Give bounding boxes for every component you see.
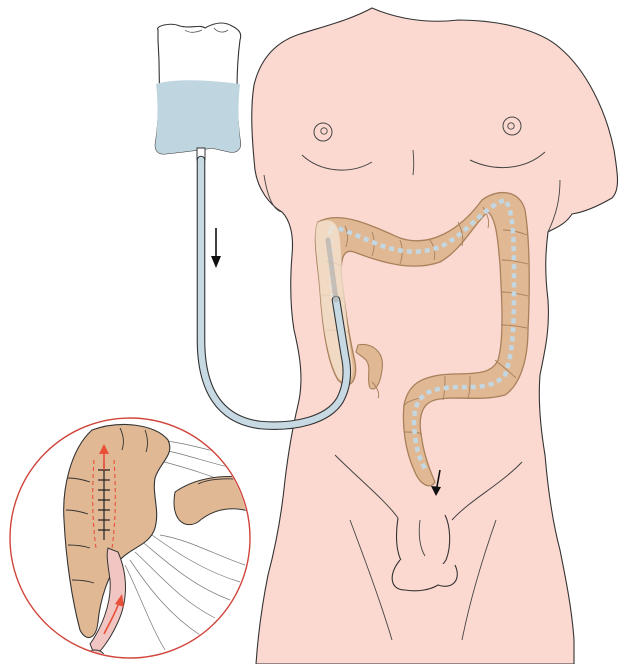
irrigation-bag-icon bbox=[155, 23, 240, 160]
bag-fluid bbox=[155, 80, 240, 154]
flow-arrow-icon bbox=[211, 228, 221, 268]
genitals bbox=[392, 515, 457, 591]
magnified-inset-icon bbox=[10, 418, 252, 662]
torso bbox=[252, 8, 618, 664]
